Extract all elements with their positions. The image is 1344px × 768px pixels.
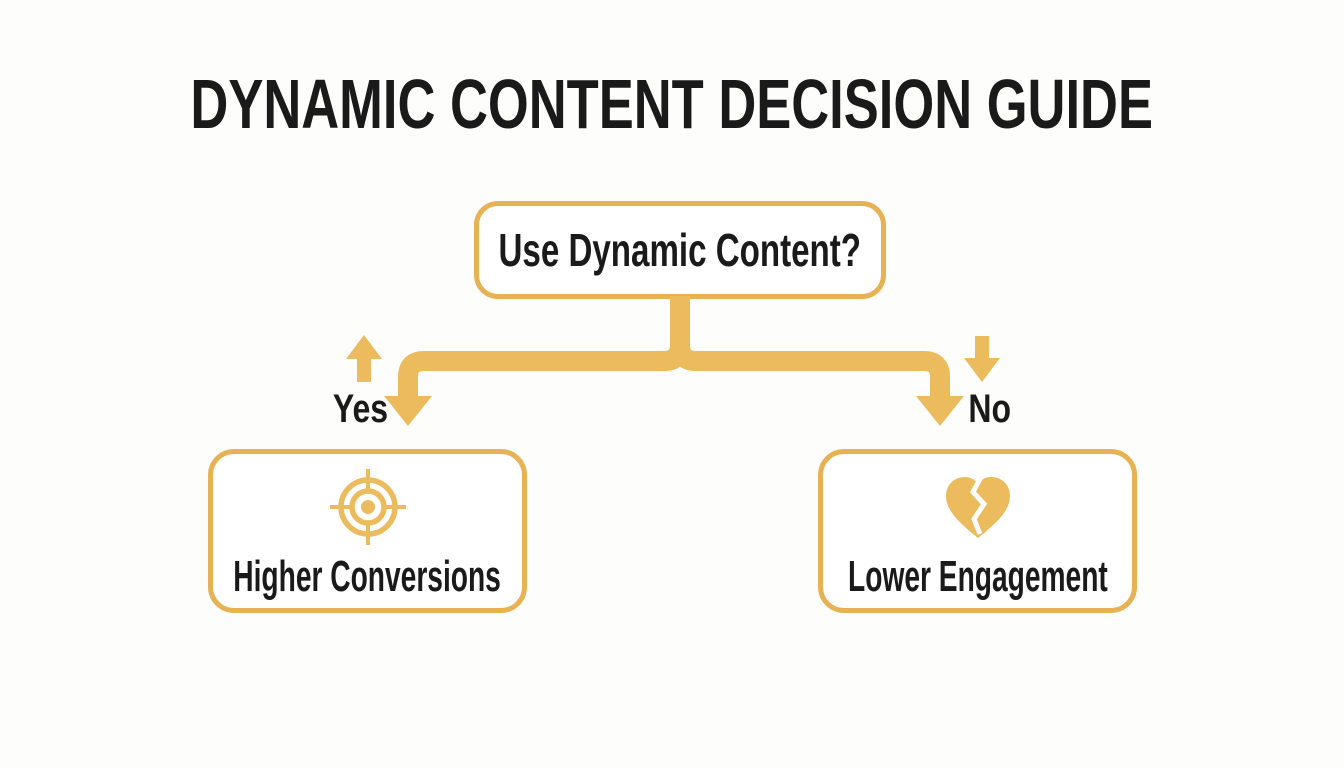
down-arrow-icon bbox=[964, 336, 1000, 382]
edge-label-yes-text: Yes bbox=[332, 387, 388, 431]
up-arrow-icon bbox=[346, 335, 382, 382]
page-title-text: DYNAMIC CONTENT DECISION GUIDE bbox=[190, 65, 1154, 143]
edge-label-yes: Yes bbox=[300, 389, 420, 429]
outcome-node-higher-conversions: Higher Conversions bbox=[208, 449, 527, 613]
broken-heart-icon bbox=[940, 466, 1016, 548]
outcome-label: Higher Conversions bbox=[158, 552, 576, 602]
outcome-label-text: Lower Engagement bbox=[847, 552, 1108, 601]
decision-node: Use Dynamic Content? bbox=[474, 201, 886, 299]
edge-label-no: No bbox=[930, 389, 1050, 429]
outcome-label: Lower Engagement bbox=[775, 552, 1181, 602]
outcome-node-lower-engagement: Lower Engagement bbox=[818, 449, 1137, 613]
branch-connector-left bbox=[398, 296, 690, 399]
outcome-label-text: Higher Conversions bbox=[233, 552, 502, 601]
edge-label-no-text: No bbox=[968, 387, 1012, 431]
target-icon bbox=[328, 466, 408, 548]
page-title: DYNAMIC CONTENT DECISION GUIDE bbox=[0, 65, 1344, 143]
branch-connector-right bbox=[670, 296, 950, 399]
decision-node-label: Use Dynamic Content? bbox=[498, 224, 862, 276]
